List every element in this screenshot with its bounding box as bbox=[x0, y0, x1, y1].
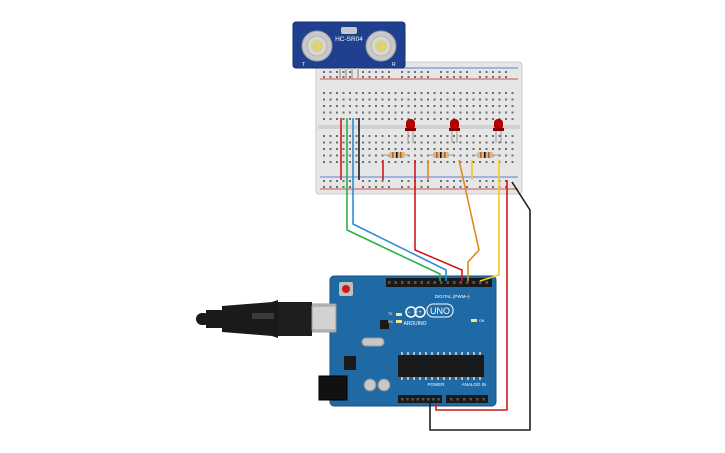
led-3[interactable] bbox=[493, 119, 504, 143]
arduino-board[interactable]: DIGITAL (PWM~) − + ARDUINO UNO TX RX ON bbox=[309, 275, 497, 407]
sensor-model-label: HC-SR04 bbox=[335, 36, 363, 43]
on-label: ON bbox=[479, 319, 485, 323]
resistor-1[interactable] bbox=[384, 152, 410, 158]
wires bbox=[340, 118, 531, 431]
wire-yellow-led3 bbox=[479, 160, 500, 282]
led-2[interactable] bbox=[449, 119, 460, 143]
wire-red-5v bbox=[435, 180, 508, 411]
tx-label: TX bbox=[388, 312, 393, 316]
digital-header-label: DIGITAL (PWM~) bbox=[435, 294, 470, 299]
power-header-label: POWER bbox=[427, 382, 445, 387]
breadboard[interactable] bbox=[315, 61, 523, 195]
wire-blue-echo bbox=[352, 118, 447, 281]
led-1[interactable] bbox=[405, 119, 416, 143]
ultrasonic-sensor[interactable]: HC-SR04 T R bbox=[292, 21, 406, 78]
svg-text:−: − bbox=[407, 310, 411, 316]
resistor-2[interactable] bbox=[428, 152, 454, 158]
analog-header-label: ANALOG IN bbox=[462, 382, 487, 387]
model-label: UNO bbox=[430, 306, 450, 316]
brand-label: ARDUINO bbox=[403, 321, 426, 327]
svg-text:+: + bbox=[418, 310, 422, 316]
wire-black-gnd2 bbox=[429, 181, 531, 431]
wire-orange-led2 bbox=[458, 159, 480, 281]
arduino-logo: − + ARDUINO bbox=[403, 306, 427, 327]
wire-green-trig bbox=[346, 118, 441, 281]
resistor-3[interactable] bbox=[472, 152, 498, 158]
wire-red-led1 bbox=[414, 160, 463, 281]
sensor-r-label: R bbox=[392, 62, 396, 68]
sensor-t-label: T bbox=[302, 62, 305, 68]
rx-label: RX bbox=[388, 320, 394, 324]
usb-cable[interactable] bbox=[196, 300, 337, 338]
reset-button[interactable] bbox=[342, 285, 350, 293]
